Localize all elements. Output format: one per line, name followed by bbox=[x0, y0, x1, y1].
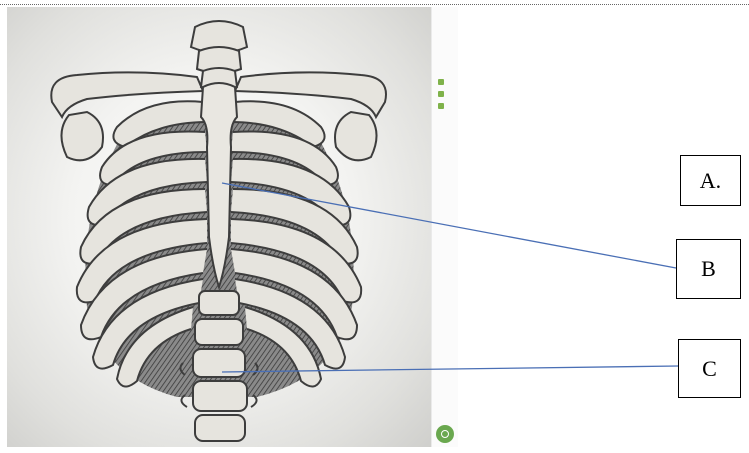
watermark-marker bbox=[438, 103, 444, 109]
circle-logo-icon bbox=[436, 425, 454, 443]
right-shoulder bbox=[335, 112, 377, 160]
cervical-vertebrae bbox=[191, 21, 247, 90]
label-a-text: A. bbox=[700, 168, 721, 194]
left-shoulder bbox=[61, 112, 103, 160]
rib-cage-illustration bbox=[7, 7, 431, 447]
top-dotted-rule bbox=[0, 4, 749, 5]
label-box-c: C bbox=[678, 339, 741, 398]
stock-watermark-strip bbox=[431, 7, 458, 447]
label-box-b: B bbox=[676, 239, 741, 299]
label-box-a: A. bbox=[680, 155, 741, 206]
watermark-marker bbox=[438, 91, 444, 97]
watermark-marker bbox=[438, 79, 444, 85]
label-b-text: B bbox=[701, 256, 716, 282]
label-c-text: C bbox=[702, 356, 717, 382]
rib-cage-drawing bbox=[7, 7, 431, 447]
